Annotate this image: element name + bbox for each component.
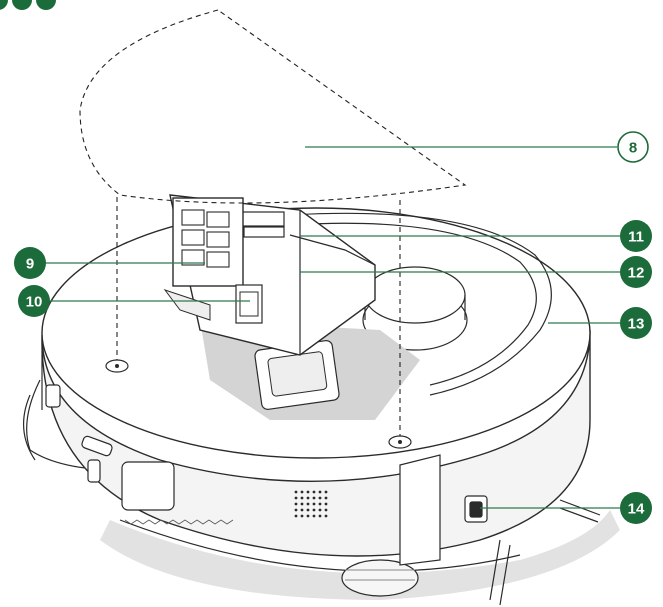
callout-badge-8: 8	[617, 131, 649, 163]
callout-badge-10: 10	[18, 285, 50, 317]
callout-label-8: 8	[629, 140, 637, 157]
callout-label-14: 14	[628, 501, 645, 518]
front-panel	[41, 340, 488, 566]
callout-label-10: 10	[26, 294, 43, 311]
callout-label-11: 11	[628, 229, 644, 246]
dashed-lid-outline	[79, 9, 467, 440]
speaker-grille	[294, 490, 328, 518]
filter-grid	[172, 197, 244, 287]
callout-badge-9: 9	[14, 247, 46, 279]
top-left-partial-circles	[0, 0, 56, 10]
callout-label-12: 12	[628, 265, 645, 282]
leader-lines	[43, 146, 620, 509]
callout-badge-14: 14	[620, 492, 652, 524]
callout-label-9: 9	[26, 256, 34, 273]
callout-badge-12: 12	[620, 256, 652, 288]
bumper-ring	[289, 212, 552, 396]
callout-badge-11: 11	[620, 220, 652, 252]
callout-label-13: 13	[628, 316, 645, 333]
dustbin	[163, 194, 376, 356]
ground-shadow	[100, 510, 620, 600]
dustbin-cavity	[200, 320, 420, 420]
callout-badge-13: 13	[620, 307, 652, 339]
drive-wheel	[341, 559, 419, 597]
screw-points	[105, 359, 412, 449]
